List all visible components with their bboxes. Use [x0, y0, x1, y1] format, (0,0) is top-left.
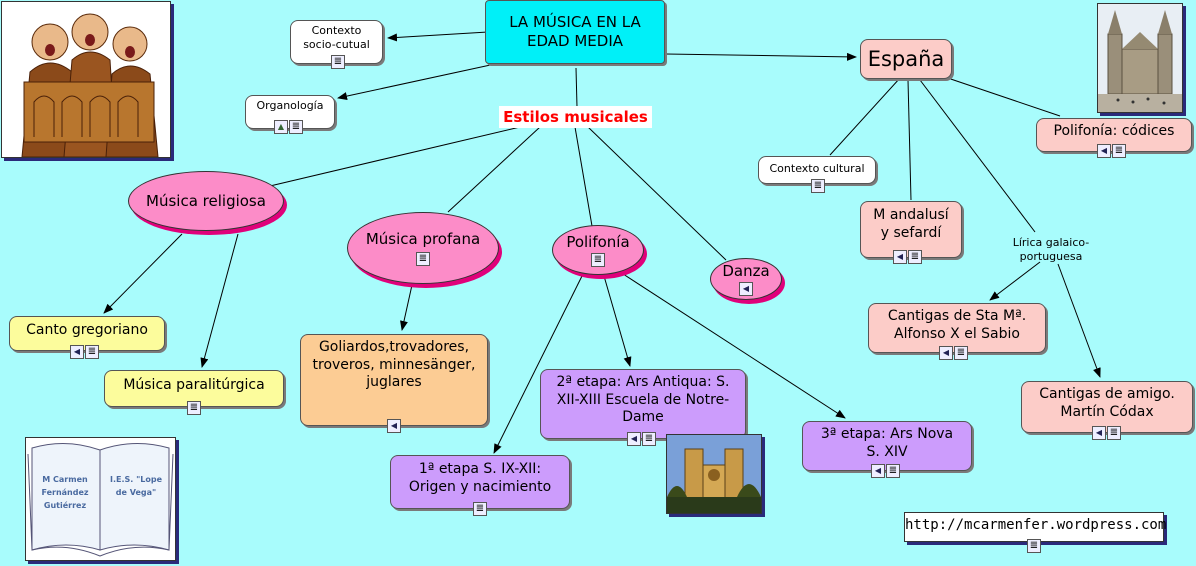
musica-profana-label: Música profana: [366, 230, 480, 249]
sound-icon[interactable]: [1097, 144, 1111, 158]
contexto-socio-node[interactable]: Contexto socio-cutual: [290, 20, 383, 64]
link-religiosa-canto: [104, 234, 182, 313]
contexto-cultural-node[interactable]: Contexto cultural: [758, 156, 876, 184]
document-icon[interactable]: [642, 432, 656, 446]
document-icon[interactable]: [1112, 144, 1126, 158]
andalusi-label: M andalusí y sefardí: [861, 207, 961, 242]
polifonia-node[interactable]: Polifonía: [552, 225, 644, 275]
goliardos-label: Goliardos,trovadores, troveros, minnesän…: [301, 339, 487, 392]
sound-icon[interactable]: [387, 419, 401, 433]
link-title-estilos: [576, 68, 577, 107]
url-node[interactable]: http://mcarmenfer.wordpress.com: [904, 512, 1164, 542]
cantigas-amigo-node[interactable]: Cantigas de amigo. Martín Códax: [1021, 381, 1193, 433]
document-icon[interactable]: [908, 250, 922, 264]
cathedral-picture: [1097, 3, 1183, 113]
organologia-label: Organología: [246, 99, 334, 113]
title-node[interactable]: LA MÚSICA EN LA EDAD MEDIA: [485, 0, 665, 64]
etapa3-label: 3ª etapa: Ars Nova S. XIV: [803, 426, 971, 461]
book-picture: M Carmen Fernández Gutiérrez I.E.S. "Lop…: [25, 437, 176, 561]
link-estilos-polifonia: [575, 127, 592, 226]
musica-profana-node[interactable]: Música profana: [347, 212, 499, 284]
link-lirica-cantigasamigo: [1058, 264, 1100, 377]
lirica-label: Lírica galaico-portuguesa: [990, 236, 1112, 264]
link-polifonia-etapa2: [604, 276, 630, 366]
goliardos-node[interactable]: Goliardos,trovadores, troveros, minnesän…: [300, 334, 488, 426]
etapa1-label: 1ª etapa S. IX-XII: Origen y nacimiento: [391, 461, 569, 496]
document-icon[interactable]: [416, 252, 430, 266]
document-icon[interactable]: [187, 401, 201, 415]
link-profana-goliardos: [402, 285, 412, 330]
link-estilos-religiosa: [270, 127, 520, 186]
link-estilos-profana: [448, 127, 540, 212]
danza-node[interactable]: Danza: [710, 258, 782, 300]
link-title-contexto: [388, 32, 488, 38]
document-icon[interactable]: [886, 464, 900, 478]
document-icon[interactable]: [331, 55, 345, 69]
espana-node[interactable]: España: [860, 39, 952, 79]
cantigas-sta-label: Cantigas de Sta Mª. Alfonso X el Sabio: [869, 308, 1045, 343]
espana-label: España: [868, 46, 945, 72]
sound-icon[interactable]: [627, 432, 641, 446]
link-espana-codices: [930, 72, 1060, 116]
document-icon[interactable]: [1107, 426, 1121, 440]
sound-icon[interactable]: [739, 282, 753, 296]
cantigas-sta-node[interactable]: Cantigas de Sta Mª. Alfonso X el Sabio: [868, 303, 1046, 353]
document-icon[interactable]: [1027, 539, 1041, 553]
canto-gregoriano-node[interactable]: Canto gregoriano: [9, 316, 165, 351]
url-label: http://mcarmenfer.wordpress.com: [905, 513, 1163, 537]
link-lirica-cantigassta: [990, 262, 1040, 300]
sound-icon[interactable]: [939, 346, 953, 360]
etapa2-label: 2ª etapa: Ars Antiqua: S. XII-XIII Escue…: [541, 374, 745, 427]
sound-icon[interactable]: [70, 345, 84, 359]
image-icon[interactable]: [274, 120, 288, 134]
musica-paraliturgica-node[interactable]: Música paralitúrgica: [104, 370, 284, 407]
sound-icon[interactable]: [871, 464, 885, 478]
link-espana-contextocultural: [830, 78, 900, 155]
musica-religiosa-node[interactable]: Música religiosa: [128, 171, 284, 231]
contexto-socio-label: Contexto socio-cutual: [291, 24, 382, 52]
document-icon[interactable]: [85, 345, 99, 359]
musica-paraliturgica-label: Música paralitúrgica: [105, 377, 283, 395]
document-icon[interactable]: [954, 346, 968, 360]
estilos-label: Estilos musicales: [499, 106, 652, 128]
book-left-text: M Carmen Fernández Gutiérrez: [34, 474, 96, 512]
etapa3-node[interactable]: 3ª etapa: Ars Nova S. XIV: [802, 421, 972, 471]
link-religiosa-paraliturgica: [202, 234, 238, 367]
andalusi-node[interactable]: M andalusí y sefardí: [860, 201, 962, 258]
danza-label: Danza: [722, 262, 769, 281]
contexto-cultural-label: Contexto cultural: [759, 162, 875, 176]
estilos-node[interactable]: Estilos musicales: [499, 106, 652, 128]
lirica-node[interactable]: Lírica galaico-portuguesa: [990, 236, 1112, 264]
document-icon[interactable]: [811, 179, 825, 193]
document-icon[interactable]: [473, 502, 487, 516]
polifonia-codices-node[interactable]: Polifonía: códices: [1036, 118, 1192, 152]
link-title-espana: [666, 54, 856, 57]
cantigas-amigo-label: Cantigas de amigo. Martín Códax: [1022, 386, 1192, 421]
link-title-organologia: [338, 64, 495, 98]
document-icon[interactable]: [591, 253, 605, 267]
canto-gregoriano-label: Canto gregoriano: [10, 322, 164, 340]
polifonia-label: Polifonía: [566, 233, 629, 252]
notre-dame-picture: [666, 434, 762, 514]
sound-icon[interactable]: [1092, 426, 1106, 440]
book-right-text: I.E.S. "Lope de Vega": [106, 474, 166, 500]
etapa2-node[interactable]: 2ª etapa: Ars Antiqua: S. XII-XIII Escue…: [540, 369, 746, 439]
sound-icon[interactable]: [893, 250, 907, 264]
title-text: LA MÚSICA EN LA EDAD MEDIA: [494, 13, 656, 51]
organologia-node[interactable]: Organología: [245, 95, 335, 129]
link-espana-andalusi: [908, 80, 911, 200]
etapa1-node[interactable]: 1ª etapa S. IX-XII: Origen y nacimiento: [390, 455, 570, 509]
document-icon[interactable]: [289, 120, 303, 134]
monks-picture: [1, 1, 171, 158]
polifonia-codices-label: Polifonía: códices: [1037, 123, 1191, 141]
musica-religiosa-label: Música religiosa: [146, 192, 266, 211]
